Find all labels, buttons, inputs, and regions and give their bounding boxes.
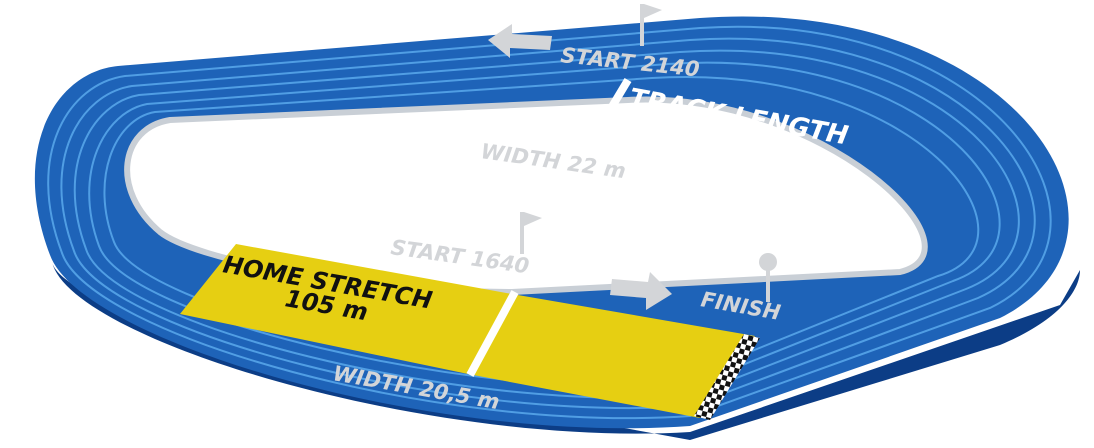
arrow-left-icon [488,24,552,58]
start-1640-label: START 1640 [389,235,530,278]
start-flag-icon [640,4,662,46]
home-stretch-zone [180,244,755,418]
start-flag-icon [520,212,542,254]
checkered-finish-line-icon [694,334,760,420]
start-line-back [588,77,632,143]
finish-post-icon [759,253,777,302]
track-side-wall [52,262,1080,440]
start-line-home [466,290,519,377]
lane-lines [47,25,1052,420]
width-back-label: WIDTH 22 m [479,139,627,183]
arrow-right-icon [610,272,672,310]
